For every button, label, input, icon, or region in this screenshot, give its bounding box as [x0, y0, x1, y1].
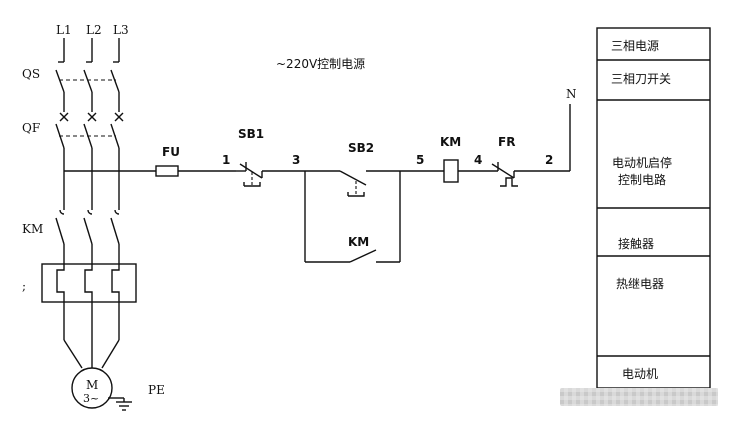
node-1: 1 [222, 153, 230, 167]
panel-item-thermal-relay: 热继电器 [616, 277, 664, 291]
panel-item-contactor: 接触器 [618, 236, 654, 251]
panel-item-knife-switch: 三相刀开关 [611, 72, 671, 86]
phase-l1-label: L1 [56, 23, 72, 37]
phase-l3-label: L3 [113, 23, 129, 37]
motor-phase-label: 3~ [83, 392, 99, 405]
km-main-label: KM [22, 222, 43, 236]
pe-label: PE [148, 383, 165, 397]
node-2: 2 [545, 153, 553, 167]
qf-label: QF [22, 121, 40, 135]
control-circuit [64, 104, 571, 263]
km-aux-label: KM [348, 235, 369, 249]
node-5: 5 [416, 153, 424, 167]
motor-m-label: M [86, 378, 98, 392]
panel-item-control-line-a: 电动机启停 [612, 155, 672, 170]
semicolon-mark: ; [22, 279, 26, 293]
n-label: N [566, 87, 577, 101]
km-coil-label: KM [440, 135, 461, 149]
control-title: ~220V控制电源 [276, 57, 365, 71]
panel-item-motor: 电动机 [622, 367, 658, 381]
node-3: 3 [292, 153, 300, 167]
power-circuit [41, 38, 137, 411]
fr-label: FR [498, 135, 515, 149]
phase-l2-label: L2 [86, 23, 102, 37]
sb2-label: SB2 [348, 141, 374, 155]
panel-item-power: 三相电源 [611, 39, 659, 53]
panel-item-control-line-b: 控制电路 [618, 172, 666, 187]
node-4: 4 [474, 153, 482, 167]
fu-label: FU [162, 145, 180, 159]
qs-label: QS [22, 67, 40, 81]
sb1-label: SB1 [238, 127, 264, 141]
